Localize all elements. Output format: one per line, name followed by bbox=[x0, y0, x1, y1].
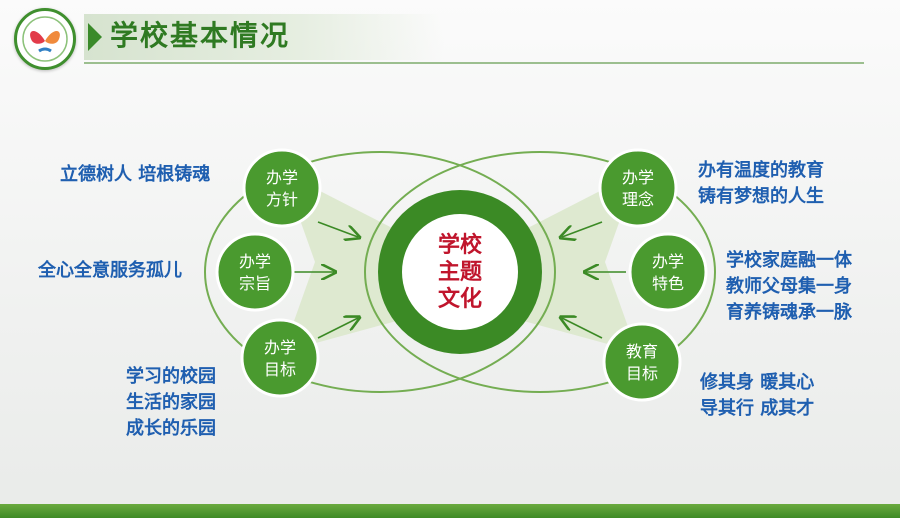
school-logo bbox=[14, 8, 76, 70]
label-line: 导其行 成其才 bbox=[700, 398, 815, 419]
node-line: 目标 bbox=[264, 360, 296, 379]
label-feature: 学校家庭融一体 教师父母集一身 育养铸魂承一脉 bbox=[726, 248, 852, 326]
label-line: 铸有梦想的人生 bbox=[698, 186, 824, 207]
arrow-left-bottom bbox=[317, 318, 358, 339]
label-line: 成长的乐园 bbox=[126, 418, 216, 439]
page-title: 学校基本情况 bbox=[110, 19, 291, 52]
label-line: 修其身 暖其心 bbox=[700, 372, 815, 393]
butterfly-logo-icon bbox=[22, 16, 68, 62]
node-line: 理念 bbox=[622, 190, 654, 209]
label-line: 教师父母集一身 bbox=[726, 276, 852, 297]
arrow-right-top bbox=[562, 221, 603, 237]
node-philosophy: 办学 理念 bbox=[598, 148, 678, 228]
label-education-goal: 修其身 暖其心 导其行 成其才 bbox=[700, 370, 814, 422]
label-line: 立德树人 培根铸魂 bbox=[60, 164, 211, 185]
center-disc bbox=[402, 214, 518, 330]
label-line: 学习的校园 bbox=[126, 366, 216, 387]
footer-bar bbox=[0, 504, 900, 518]
node-line: 办学 bbox=[239, 252, 271, 271]
node-line: 办学 bbox=[264, 338, 296, 357]
left-fan bbox=[283, 172, 400, 352]
label-purpose: 全心全意服务孤儿 bbox=[38, 258, 182, 284]
title-banner bbox=[84, 14, 444, 60]
node-line: 教育 bbox=[626, 342, 658, 361]
label-line: 全心全意服务孤儿 bbox=[38, 260, 182, 281]
arrow-right-bottom bbox=[562, 318, 603, 339]
chevron-right-icon bbox=[88, 23, 102, 51]
node-purpose: 办学 宗旨 bbox=[215, 232, 295, 312]
label-line: 生活的家园 bbox=[126, 392, 216, 413]
node-education-goal: 教育 目标 bbox=[602, 322, 682, 402]
center-line-2: 主题 bbox=[438, 260, 483, 285]
arrow-left-top bbox=[317, 221, 358, 237]
title-divider bbox=[84, 62, 864, 64]
node-feature: 办学 特色 bbox=[628, 232, 708, 312]
right-fan bbox=[520, 172, 637, 352]
label-line: 育养铸魂承一脉 bbox=[726, 302, 852, 323]
node-line: 目标 bbox=[626, 364, 658, 383]
center-line-1: 学校 bbox=[438, 232, 483, 258]
node-line: 办学 bbox=[266, 168, 298, 187]
node-line: 宗旨 bbox=[239, 274, 271, 293]
center-line-3: 文化 bbox=[438, 286, 482, 312]
label-school-goal: 学习的校园 生活的家园 成长的乐园 bbox=[126, 364, 216, 442]
label-guideline: 立德树人 培根铸魂 bbox=[60, 162, 210, 188]
left-outline-ellipse bbox=[204, 151, 556, 393]
node-guideline: 办学 方针 bbox=[242, 148, 322, 228]
node-line: 特色 bbox=[652, 274, 684, 293]
node-line: 办学 bbox=[652, 252, 684, 271]
right-outline-ellipse bbox=[364, 151, 716, 393]
label-line: 学校家庭融一体 bbox=[726, 250, 852, 271]
label-philosophy: 办有温度的教育 铸有梦想的人生 bbox=[698, 158, 824, 210]
node-line: 方针 bbox=[266, 190, 298, 209]
node-school-goal: 办学 目标 bbox=[240, 318, 320, 398]
node-line: 办学 bbox=[622, 168, 654, 187]
label-line: 办有温度的教育 bbox=[698, 160, 824, 181]
